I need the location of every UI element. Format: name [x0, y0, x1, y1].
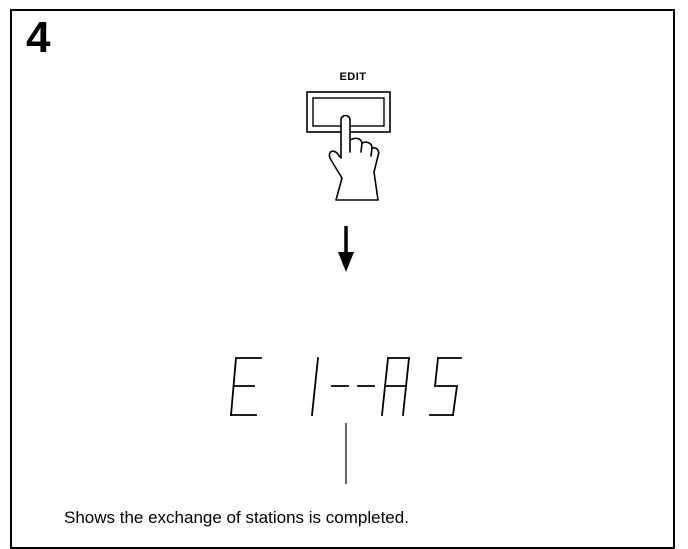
hand-press-icon [328, 114, 380, 201]
down-arrow-icon [338, 226, 354, 272]
caption-text: Shows the exchange of stations is comple… [64, 508, 409, 527]
display-char-e [230, 357, 262, 416]
segment-display [230, 357, 462, 417]
display-char-a [381, 357, 410, 416]
procedure-diagram [230, 91, 462, 484]
step-number: 4 [26, 13, 51, 62]
edit-button-label: EDIT [339, 71, 367, 83]
display-char-1 [311, 357, 319, 416]
display-char-5 [429, 357, 462, 417]
